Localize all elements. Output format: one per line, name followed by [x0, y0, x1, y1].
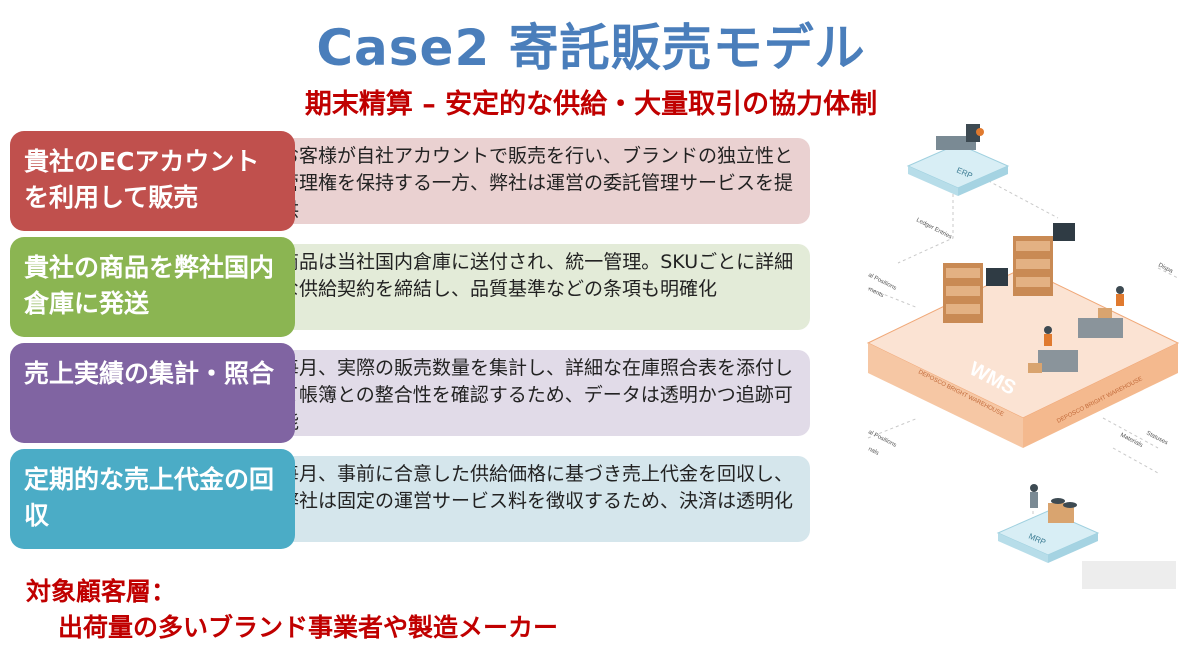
step-description: 毎月、事前に合意した供給価格に基づき売上代金を回収し、弊社は固定の運営サービス料… — [260, 456, 810, 542]
edge-label-ments: ments — [867, 286, 884, 299]
wms-platform: DEPOSCO BRIGHT WAREHOUSE DEPOSCO BRIGHT … — [866, 223, 1180, 448]
edge-label-statuses: Statuses — [1145, 430, 1169, 446]
step-label: 定期的な売上代金の回収 — [10, 449, 295, 549]
edge-label-dispatch: Dispa — [1157, 262, 1174, 275]
step-label: 売上実績の集計・照合 — [10, 343, 295, 443]
step-row-reconcile: 売上実績の集計・照合 毎月、実際の販売数量を集計し、詳細な在庫照合表を添付して帳… — [10, 343, 810, 443]
target-heading: 対象顧客層： — [26, 577, 177, 606]
mrp-platform: MRP — [996, 484, 1100, 563]
edge-label-nals: nals — [867, 446, 880, 456]
page-subtitle: 期末精算 – 安定的な供給・大量取引の協力体制 — [304, 89, 878, 120]
target-text: 出荷量の多いブランド事業者や製造メーカー — [58, 613, 559, 642]
placeholder-box — [1082, 561, 1176, 589]
edge-label-materials: Materials — [1119, 432, 1143, 448]
edge-label-positions-2: al Positions — [867, 429, 897, 448]
step-label: 貴社のECアカウントを利用して販売 — [10, 131, 295, 231]
edge-label-ledger: Ledger Entries — [915, 217, 953, 240]
step-label: 貴社の商品を弊社国内倉庫に発送 — [10, 237, 295, 337]
step-row-collection: 定期的な売上代金の回収 毎月、事前に合意した供給価格に基づき売上代金を回収し、弊… — [10, 449, 810, 549]
target-customers: 対象顧客層： 出荷量の多いブランド事業者や製造メーカー — [26, 574, 558, 646]
step-description: 商品は当社国内倉庫に送付され、統一管理。SKUごとに詳細な供給契約を締結し、品質… — [260, 244, 810, 330]
page-title: Case2 寄託販売モデル — [316, 19, 866, 77]
wms-illustration: ERP DEPOSCO BRIGHT WAREHOUSE DEPOSCO BRI… — [866, 124, 1180, 563]
step-description: お客様が自社アカウントで販売を行い、ブランドの独立性と管理権を保持する一方、弊社… — [260, 138, 810, 224]
step-row-warehouse: 貴社の商品を弊社国内倉庫に発送 商品は当社国内倉庫に送付され、統一管理。SKUご… — [10, 237, 810, 337]
erp-platform: ERP — [906, 124, 1010, 196]
step-row-ec-account: 貴社のECアカウントを利用して販売 お客様が自社アカウントで販売を行い、ブランド… — [10, 131, 810, 231]
step-description: 毎月、実際の販売数量を集計し、詳細な在庫照合表を添付して帳簿との整合性を確認する… — [260, 350, 810, 436]
